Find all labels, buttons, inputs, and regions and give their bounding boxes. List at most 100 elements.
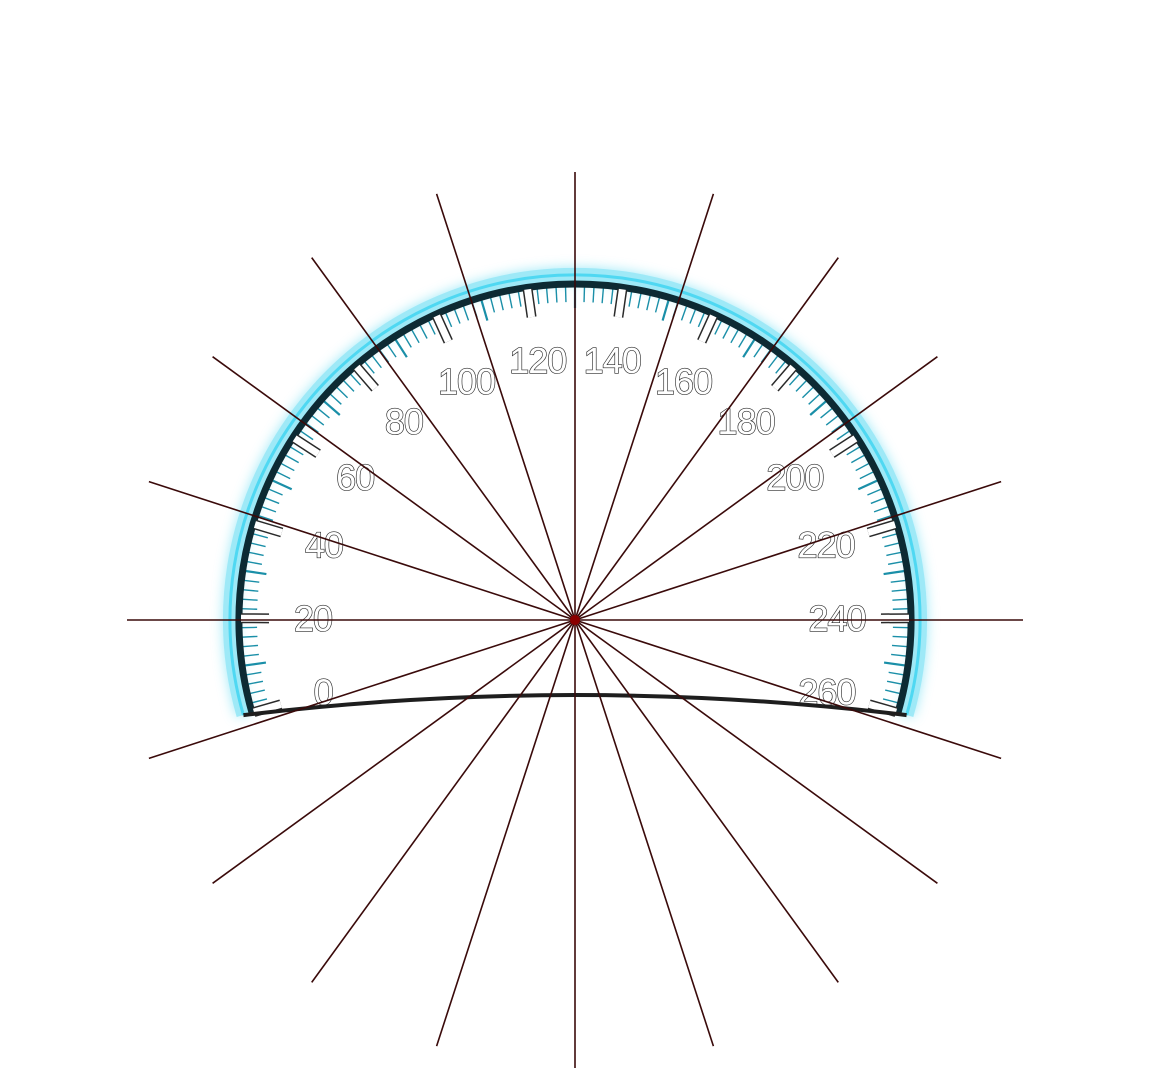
minor-tick [402, 333, 412, 348]
minor-tick [252, 532, 268, 539]
tick-label: 240 [808, 598, 865, 639]
major-tick [867, 521, 897, 536]
minor-tick [508, 292, 513, 309]
minor-tick [892, 608, 909, 610]
minor-tick [888, 671, 905, 676]
tick-label: 140 [584, 340, 641, 381]
minor-tick [242, 589, 259, 592]
minor-tick [689, 308, 697, 324]
guide-line [311, 257, 576, 621]
minor-tick [329, 392, 342, 405]
minor-tick [394, 338, 408, 358]
minor-tick [801, 386, 815, 399]
minor-tick [279, 462, 295, 472]
guide-line [212, 356, 576, 621]
minor-tick [247, 551, 264, 557]
minor-tick [247, 680, 264, 686]
minor-tick [243, 661, 267, 667]
minor-tick [646, 294, 652, 311]
minor-tick [654, 296, 661, 313]
minor-tick [886, 680, 903, 686]
minor-tick [555, 286, 558, 303]
minor-tick [753, 343, 764, 358]
minor-tick [886, 551, 903, 557]
minor-tick [267, 488, 283, 496]
major-tick [253, 521, 283, 536]
guide-line [574, 356, 938, 621]
guide-line [574, 619, 839, 983]
gauge-major-ticks [240, 288, 910, 717]
minor-tick [808, 392, 821, 405]
minor-tick [825, 414, 840, 426]
minor-tick [892, 598, 909, 601]
minor-tick [342, 379, 355, 392]
minor-tick [876, 514, 893, 522]
minor-tick [242, 644, 259, 648]
minor-tick [545, 287, 549, 304]
minor-tick [462, 305, 470, 321]
minor-tick [795, 379, 808, 392]
minor-tick [883, 569, 906, 576]
tick-label: 40 [305, 525, 343, 566]
minor-tick [249, 689, 265, 695]
tick-label: 60 [336, 457, 374, 498]
minor-tick [768, 354, 779, 369]
minor-tick [890, 579, 907, 583]
minor-tick [305, 422, 319, 433]
minor-tick [242, 653, 259, 657]
minor-tick [310, 414, 325, 426]
guide-line [574, 619, 715, 1047]
minor-tick [257, 514, 274, 522]
minor-tick [850, 454, 866, 464]
guide-line [148, 480, 576, 621]
tick-label: 20 [294, 598, 332, 639]
minor-tick [260, 505, 277, 513]
minor-tick [410, 328, 420, 344]
minor-tick [335, 386, 349, 399]
major-tick [354, 364, 378, 391]
tick-label: 160 [655, 361, 712, 402]
minor-tick [601, 287, 605, 304]
minor-tick [883, 661, 907, 667]
minor-tick [788, 372, 801, 386]
guide-line [148, 619, 576, 760]
major-tick [614, 288, 626, 318]
minor-tick [386, 343, 397, 358]
minor-tick [251, 698, 268, 704]
minor-tick [489, 296, 496, 313]
minor-tick [453, 308, 461, 324]
tick-label: 100 [438, 361, 495, 402]
minor-tick [536, 288, 540, 305]
guide-line [574, 619, 1002, 760]
minor-tick [836, 429, 851, 441]
minor-tick [517, 290, 522, 307]
minor-tick [859, 470, 875, 480]
minor-tick [610, 288, 614, 305]
minor-tick [884, 542, 901, 548]
major-tick [524, 288, 536, 318]
minor-tick [241, 598, 258, 601]
minor-tick [831, 422, 845, 433]
minor-tick [885, 689, 901, 695]
minor-tick [419, 324, 428, 339]
guide-line [435, 619, 576, 1047]
minor-tick [322, 399, 341, 416]
minor-tick [775, 360, 787, 374]
tick-label: 120 [509, 340, 566, 381]
minor-tick [891, 589, 908, 592]
minor-tick [722, 324, 731, 339]
minor-tick [243, 579, 260, 583]
minor-tick [241, 608, 258, 610]
minor-tick [873, 505, 890, 513]
center-dot [570, 615, 580, 625]
guide-line [574, 193, 715, 621]
minor-tick [241, 635, 258, 638]
guide-line [574, 480, 1002, 621]
minor-tick [628, 290, 633, 307]
minor-tick [742, 338, 756, 358]
major-tick [698, 314, 717, 343]
guide-line [574, 257, 839, 621]
